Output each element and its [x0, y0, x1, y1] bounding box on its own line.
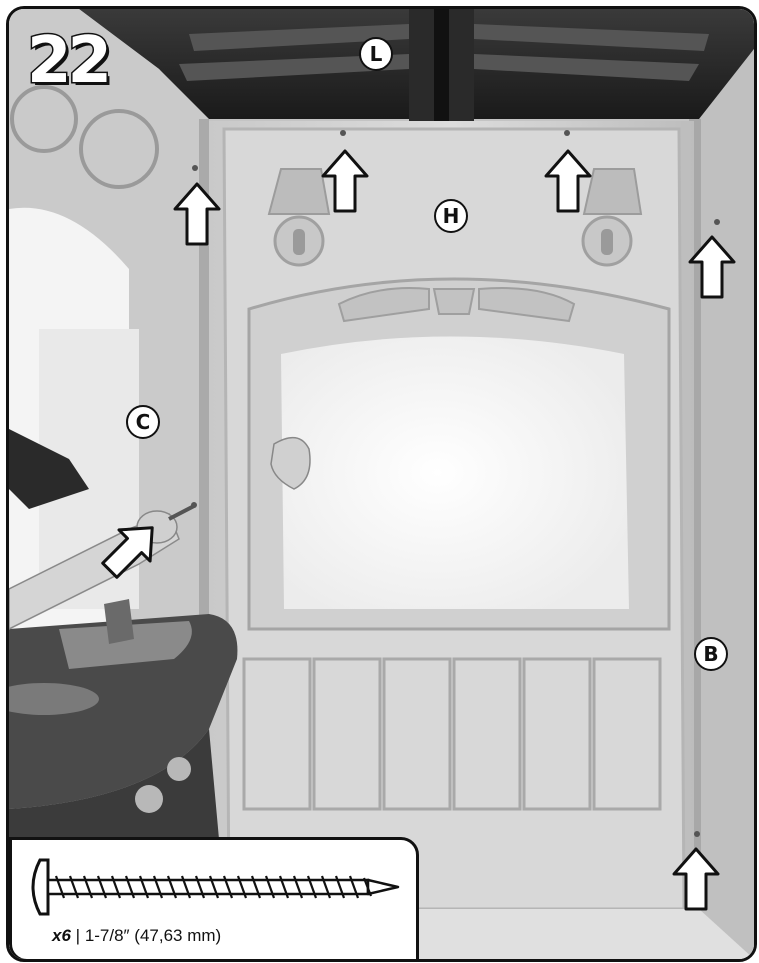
screw-icon	[26, 852, 406, 922]
step-number: 22	[27, 29, 108, 93]
hardware-quantity: x6	[52, 926, 71, 945]
assembly-illustration	[9, 9, 754, 959]
hardware-callout: x6 | 1-7/8″ (47,63 mm)	[9, 837, 419, 962]
wall-panel-B	[689, 49, 754, 959]
part-label-L: L	[359, 37, 393, 71]
hardware-caption: x6 | 1-7/8″ (47,63 mm)	[52, 926, 221, 946]
instruction-frame: 22 L H C B x6 |	[6, 6, 757, 962]
part-label-H: H	[434, 199, 468, 233]
hardware-size: 1-7/8″ (47,63 mm)	[85, 926, 221, 945]
hardware-separator: |	[76, 926, 80, 945]
part-label-C: C	[126, 405, 160, 439]
wall-panel-H	[209, 121, 694, 931]
sink-counter	[9, 599, 237, 839]
part-label-B: B	[694, 637, 728, 671]
